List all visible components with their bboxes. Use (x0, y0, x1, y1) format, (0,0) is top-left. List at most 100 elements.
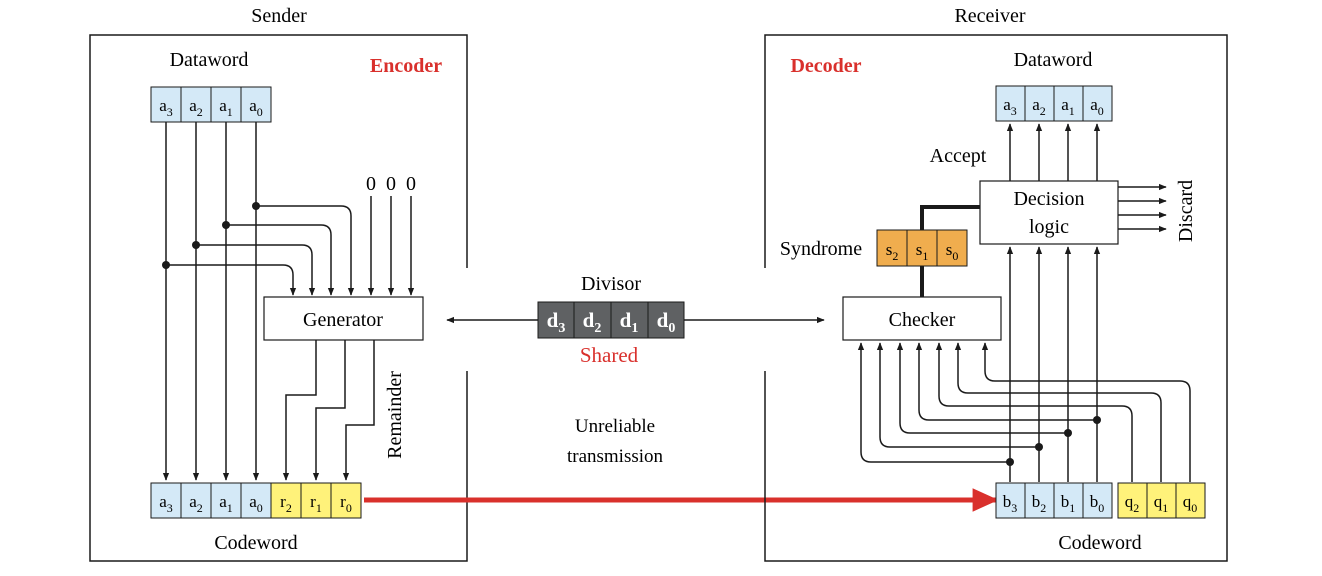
svg-text:b2: b2 (1032, 492, 1047, 515)
svg-text:b1: b1 (1061, 492, 1076, 515)
sender-wires (162, 122, 415, 481)
svg-text:0: 0 (366, 173, 376, 195)
remainder-label: Remainder (384, 371, 406, 459)
sender-dataword-cells: a3 a2 a1 a0 (150, 86, 272, 123)
svg-text:b3: b3 (1003, 492, 1018, 515)
svg-text:0: 0 (386, 173, 396, 195)
divisor-cell: d3 (537, 301, 575, 339)
sender-title: Sender (251, 5, 307, 27)
sender-codeword-cells: a3 a2 a1 a0 r2 r1 (150, 482, 362, 519)
sender-remainder-cell: r2 (270, 482, 302, 519)
sender-junctions (162, 202, 260, 269)
svg-text:a1: a1 (219, 492, 233, 515)
receiver-codeword-cell: b0 (1082, 482, 1113, 519)
receiver-codeword-cell: b1 (1053, 482, 1084, 519)
shared-label: Shared (580, 343, 639, 367)
svg-text:a1: a1 (219, 96, 233, 119)
svg-text:a0: a0 (249, 96, 263, 119)
sender-dataword-cell: a1 (210, 86, 242, 123)
syndrome-cell: s1 (906, 229, 938, 267)
svg-text:0: 0 (406, 173, 416, 195)
svg-text:r1: r1 (310, 492, 322, 515)
receiver-dataword-cell: a3 (995, 85, 1026, 122)
decoder-label: Decoder (790, 55, 861, 77)
svg-text:s1: s1 (916, 240, 929, 263)
sender-dataword-cell: a0 (240, 86, 272, 123)
sender-dataword-cell: a3 (150, 86, 182, 123)
receiver-title: Receiver (954, 5, 1025, 27)
divisor-label: Divisor (581, 273, 641, 295)
svg-text:logic: logic (1029, 216, 1069, 238)
svg-text:a3: a3 (159, 492, 173, 515)
receiver-wires (857, 123, 1191, 482)
receiver-check-cell: q2 (1117, 482, 1148, 519)
decision-logic-box: Decision logic (979, 180, 1119, 245)
syndrome-cells: s2 s1 s0 (876, 229, 968, 267)
receiver-codeword-cell: b2 (1024, 482, 1055, 519)
sender-border (89, 34, 468, 562)
receiver-dataword-cell: a2 (1024, 85, 1055, 122)
receiver-dataword-cell: a1 (1053, 85, 1084, 122)
sender-dataword-cell: a2 (180, 86, 212, 123)
receiver-dataword-label: Dataword (1014, 49, 1093, 71)
receiver-junctions (1006, 416, 1101, 466)
svg-text:q0: q0 (1183, 492, 1198, 515)
svg-text:s2: s2 (886, 240, 899, 263)
divisor-cell: d0 (647, 301, 685, 339)
divisor-cell: d2 (573, 301, 612, 339)
channel-section: Divisor d3 d2 d1 d0 Shared Unr (364, 273, 999, 512)
sender-panel: Sender Encoder Dataword a3 a2 a1 a0 (89, 5, 468, 562)
svg-text:b0: b0 (1090, 492, 1105, 515)
sender-dataword-label: Dataword (170, 49, 249, 71)
svg-text:r2: r2 (280, 492, 292, 515)
receiver-codeword-label: Codeword (1058, 532, 1141, 554)
receiver-dataword-cell: a0 (1082, 85, 1113, 122)
receiver-check-cell: q0 (1175, 482, 1206, 519)
checker-box: Checker (842, 296, 1002, 341)
divisor-cell: d1 (610, 301, 649, 339)
svg-text:d1: d1 (620, 308, 639, 336)
encoder-label: Encoder (370, 55, 442, 77)
sender-codeword-cell: a2 (180, 482, 212, 519)
svg-text:q1: q1 (1154, 492, 1169, 515)
transmission-label-line1: Unreliable (575, 416, 655, 437)
sender-codeword-label: Codeword (214, 532, 297, 554)
svg-text:Decision: Decision (1013, 188, 1084, 210)
svg-text:Generator: Generator (303, 309, 383, 331)
sender-remainder-cell: r1 (300, 482, 332, 519)
discard-label: Discard (1175, 180, 1197, 242)
receiver-codeword-cells: b3 b2 b1 b0 q2 q1 (995, 482, 1206, 519)
accept-label: Accept (930, 145, 987, 167)
svg-text:a2: a2 (1032, 95, 1046, 118)
svg-text:a2: a2 (189, 492, 203, 515)
receiver-check-cell: q1 (1146, 482, 1177, 519)
svg-text:q2: q2 (1125, 492, 1140, 515)
syndrome-cell: s0 (936, 229, 968, 267)
transmission-label-line2: transmission (567, 446, 664, 467)
svg-text:a3: a3 (1003, 95, 1017, 118)
syndrome-link (920, 205, 980, 297)
receiver-codeword-cell: b3 (995, 482, 1026, 519)
divisor-cells: d3 d2 d1 d0 (537, 301, 685, 339)
receiver-panel: Receiver Decoder Dataword a3 a2 a1 a0 Ac… (764, 5, 1228, 562)
sender-codeword-cell: a3 (150, 482, 182, 519)
syndrome-label: Syndrome (780, 238, 862, 260)
svg-text:d2: d2 (583, 308, 602, 336)
svg-text:s0: s0 (946, 240, 959, 263)
svg-text:a1: a1 (1061, 95, 1075, 118)
svg-text:a0: a0 (249, 492, 263, 515)
svg-text:d3: d3 (547, 308, 566, 336)
svg-text:a0: a0 (1090, 95, 1104, 118)
svg-text:Checker: Checker (889, 309, 956, 331)
svg-text:r0: r0 (340, 492, 352, 515)
zero-padding: 0 0 0 (366, 173, 416, 195)
sender-remainder-cell: r0 (330, 482, 362, 519)
syndrome-cell: s2 (876, 229, 908, 267)
sender-codeword-cell: a0 (240, 482, 272, 519)
svg-text:d0: d0 (657, 308, 676, 336)
receiver-border (764, 34, 1228, 562)
sender-codeword-cell: a1 (210, 482, 242, 519)
generator-box: Generator (263, 296, 424, 341)
receiver-dataword-cells: a3 a2 a1 a0 (995, 85, 1113, 122)
